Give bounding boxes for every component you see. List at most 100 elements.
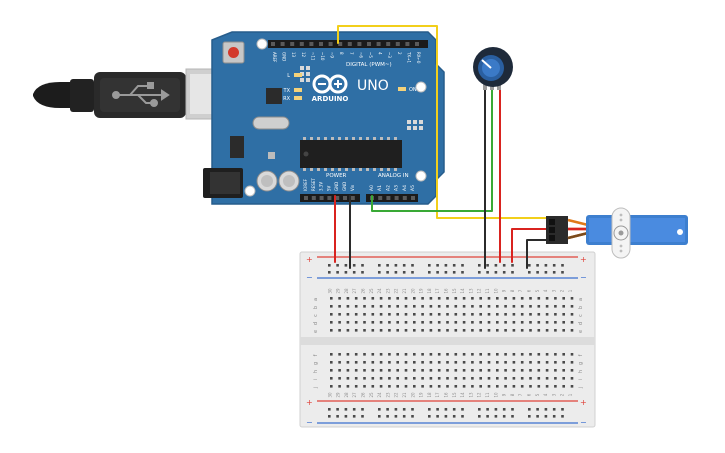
breadboard-hole[interactable] — [346, 353, 350, 356]
breadboard-hole[interactable] — [520, 353, 524, 356]
breadboard-hole[interactable] — [479, 313, 482, 316]
breadboard-hole[interactable] — [396, 313, 399, 316]
breadboard-hole[interactable] — [454, 361, 458, 364]
breadboard-hole[interactable] — [504, 361, 507, 364]
breadboard-hole[interactable] — [454, 321, 458, 324]
rail-hole[interactable] — [328, 415, 331, 418]
breadboard-hole[interactable] — [537, 305, 541, 308]
breadboard-hole[interactable] — [437, 377, 441, 380]
breadboard-hole[interactable] — [354, 313, 358, 316]
breadboard-hole[interactable] — [479, 361, 482, 364]
breadboard-hole[interactable] — [512, 305, 516, 308]
breadboard-hole[interactable] — [570, 377, 574, 380]
breadboard-hole[interactable] — [379, 377, 383, 380]
digital-pin[interactable] — [395, 42, 400, 46]
breadboard-hole[interactable] — [338, 313, 341, 316]
breadboard-hole[interactable] — [330, 361, 333, 364]
rail-hole[interactable] — [502, 415, 506, 418]
rail-hole[interactable] — [378, 408, 381, 411]
breadboard-hole[interactable] — [421, 313, 424, 316]
breadboard-hole[interactable] — [446, 297, 449, 300]
rail-hole[interactable] — [361, 408, 364, 411]
breadboard-hole[interactable] — [413, 353, 416, 356]
breadboard-hole[interactable] — [330, 321, 333, 324]
breadboard-hole[interactable] — [388, 369, 391, 372]
breadboard-hole[interactable] — [330, 329, 333, 332]
rail-hole[interactable] — [336, 415, 339, 418]
rail-hole[interactable] — [328, 271, 331, 274]
breadboard-hole[interactable] — [446, 353, 449, 356]
rail-hole[interactable] — [336, 264, 339, 267]
breadboard-hole[interactable] — [354, 305, 358, 308]
rail-hole[interactable] — [561, 271, 564, 274]
breadboard-hole[interactable] — [404, 353, 408, 356]
breadboard-hole[interactable] — [545, 353, 549, 356]
breadboard-hole[interactable] — [363, 329, 366, 332]
breadboard-hole[interactable] — [562, 361, 565, 364]
breadboard-hole[interactable] — [371, 353, 375, 356]
breadboard-hole[interactable] — [404, 321, 408, 324]
breadboard-hole[interactable] — [454, 353, 458, 356]
breadboard-hole[interactable] — [479, 321, 482, 324]
breadboard-hole[interactable] — [496, 321, 499, 324]
breadboard-hole[interactable] — [404, 329, 408, 332]
breadboard-hole[interactable] — [487, 305, 491, 308]
breadboard-hole[interactable] — [379, 385, 383, 388]
breadboard-hole[interactable] — [570, 313, 574, 316]
breadboard-hole[interactable] — [379, 361, 383, 364]
rail-hole[interactable] — [552, 415, 556, 418]
breadboard-hole[interactable] — [446, 321, 449, 324]
breadboard-hole[interactable] — [487, 369, 491, 372]
rail-hole[interactable] — [502, 271, 506, 274]
breadboard-hole[interactable] — [554, 353, 557, 356]
breadboard-hole[interactable] — [446, 369, 449, 372]
rail-hole[interactable] — [386, 408, 389, 411]
power-pin[interactable] — [319, 196, 324, 200]
breadboard-hole[interactable] — [462, 361, 466, 364]
rail-hole[interactable] — [486, 264, 489, 267]
breadboard-hole[interactable] — [554, 361, 557, 364]
digital-pin[interactable] — [367, 42, 371, 46]
rail-hole[interactable] — [352, 408, 356, 411]
breadboard-hole[interactable] — [479, 329, 482, 332]
breadboard-hole[interactable] — [496, 385, 499, 388]
breadboard-hole[interactable] — [354, 369, 358, 372]
breadboard-hole[interactable] — [487, 313, 491, 316]
breadboard-hole[interactable] — [554, 305, 557, 308]
rail-hole[interactable] — [452, 415, 456, 418]
rail-hole[interactable] — [394, 415, 398, 418]
breadboard-hole[interactable] — [570, 385, 574, 388]
breadboard-hole[interactable] — [529, 385, 532, 388]
digital-pin[interactable] — [415, 42, 419, 46]
digital-pin[interactable] — [290, 42, 295, 46]
breadboard-hole[interactable] — [529, 329, 532, 332]
breadboard-hole[interactable] — [404, 361, 408, 364]
rail-hole[interactable] — [494, 415, 498, 418]
rail-hole[interactable] — [361, 264, 364, 267]
breadboard-hole[interactable] — [330, 353, 333, 356]
rail-hole[interactable] — [552, 408, 556, 411]
rail-hole[interactable] — [428, 408, 431, 411]
rail-hole[interactable] — [511, 415, 514, 418]
breadboard-hole[interactable] — [462, 385, 466, 388]
power-pin[interactable] — [304, 196, 308, 200]
breadboard-hole[interactable] — [487, 377, 491, 380]
breadboard-hole[interactable] — [396, 321, 399, 324]
rail-hole[interactable] — [411, 415, 414, 418]
breadboard-hole[interactable] — [504, 321, 507, 324]
breadboard-hole[interactable] — [554, 385, 557, 388]
breadboard-hole[interactable] — [388, 321, 391, 324]
breadboard-hole[interactable] — [338, 377, 341, 380]
rail-hole[interactable] — [536, 408, 539, 411]
breadboard-hole[interactable] — [504, 385, 507, 388]
breadboard-hole[interactable] — [545, 305, 549, 308]
breadboard-hole[interactable] — [338, 305, 341, 308]
breadboard-hole[interactable] — [570, 305, 574, 308]
breadboard-hole[interactable] — [330, 369, 333, 372]
breadboard-hole[interactable] — [363, 385, 366, 388]
breadboard-hole[interactable] — [504, 313, 507, 316]
breadboard-hole[interactable] — [437, 353, 441, 356]
rail-hole[interactable] — [378, 264, 381, 267]
breadboard-hole[interactable] — [529, 297, 532, 300]
rail-hole[interactable] — [402, 408, 406, 411]
